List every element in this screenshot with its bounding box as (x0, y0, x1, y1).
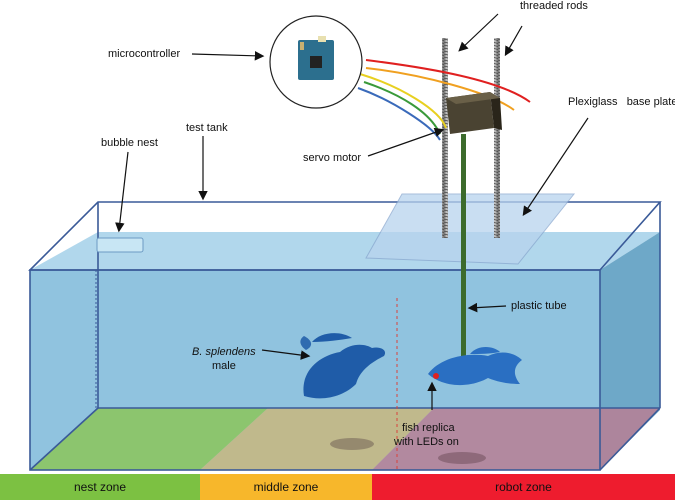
replica-shadow (438, 452, 486, 464)
plexiglass-base-plate-label: Plexiglass base plate (568, 96, 675, 108)
plastic-tube (461, 134, 466, 374)
pointer-arrows (115, 13, 589, 410)
microcontroller-label: microcontroller (108, 48, 181, 60)
led-indicator (433, 373, 439, 379)
fish-shadow (330, 438, 374, 450)
floor-middle-zone (200, 408, 434, 470)
robot-zone-bar (372, 474, 675, 500)
betta-male-fish (300, 333, 386, 399)
test-tank-label: test tank (186, 122, 228, 134)
microcontroller-board (298, 36, 334, 80)
nest-zone-bar (0, 474, 200, 500)
zone-label-robot: robot zone (495, 480, 552, 494)
threaded-rod-right (494, 38, 500, 238)
zone-label-middle: middle zone (253, 480, 319, 494)
fish-replica (428, 347, 522, 386)
plexiglass-base-plate (365, 193, 576, 265)
fish-replica-label-line1: fish replica (402, 422, 455, 434)
threaded-rods-label: threaded rods (520, 0, 588, 12)
servo-motor-label: servo motor (303, 152, 362, 164)
fish-replica-label-line2: with LEDs on (394, 436, 459, 448)
fish-male-label-line2: male (212, 360, 236, 372)
bubble-nest (96, 237, 144, 253)
plastic-tube-label: plastic tube (511, 300, 567, 312)
fish-male-label-line1: B. splendens (192, 346, 256, 358)
threaded-rod-left (442, 38, 448, 238)
servo-motor (446, 92, 502, 134)
middle-zone-bar (200, 474, 372, 500)
zone-label-nest: nest zone (73, 480, 127, 494)
floor-nest-zone (30, 408, 268, 470)
bubble-nest-label: bubble nest (101, 137, 158, 149)
